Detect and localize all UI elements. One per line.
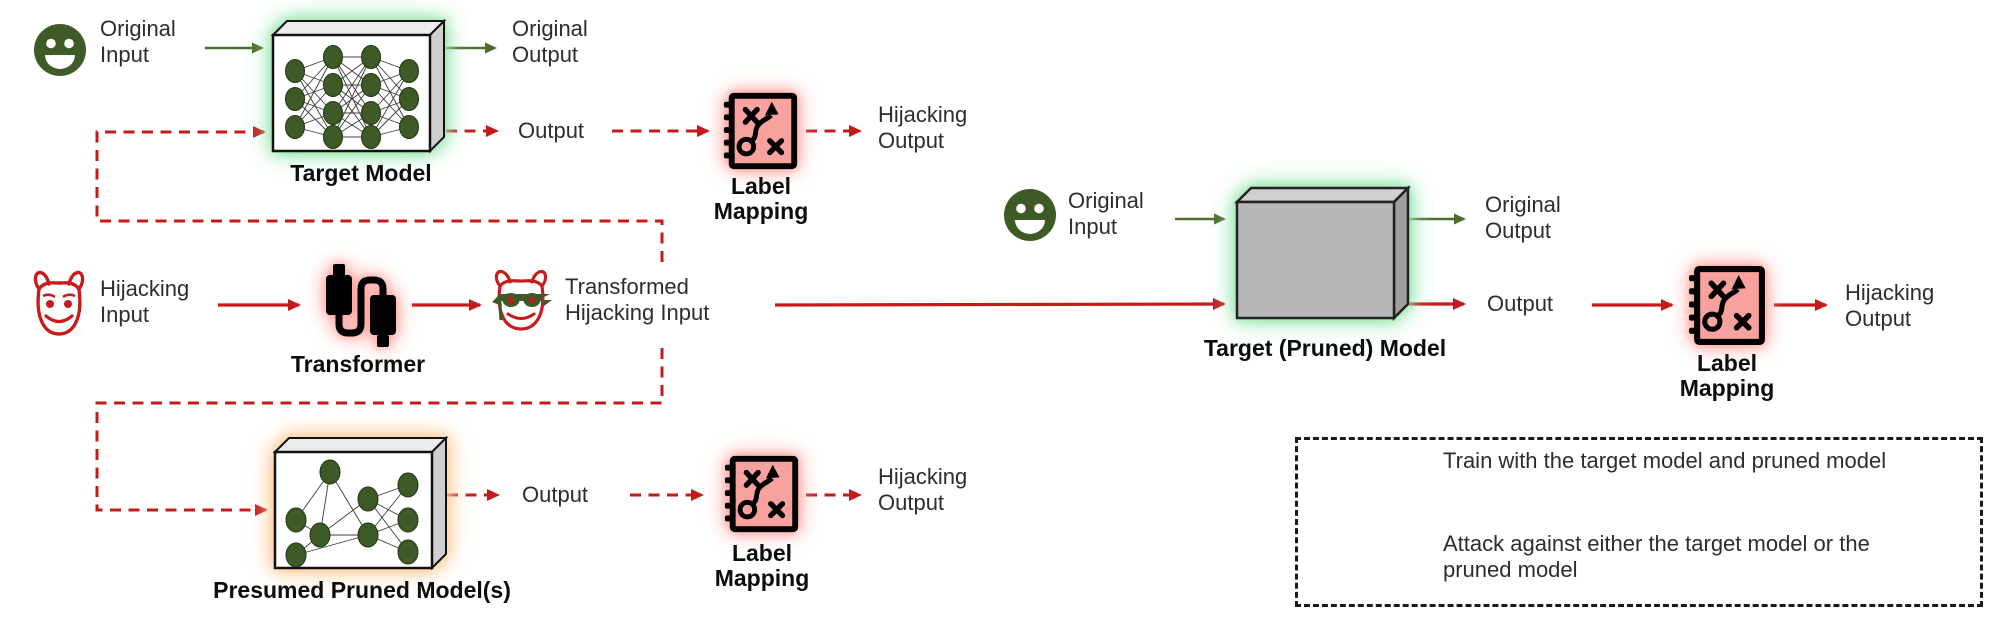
transformer-label: Transformer <box>290 351 426 377</box>
label-mapping-label-right: Label Mapping <box>1679 350 1775 402</box>
smiley-icon <box>34 24 86 76</box>
label-mapping-icon-right <box>1689 266 1765 345</box>
target-model-network <box>285 45 419 149</box>
label-mapping-label-top: Label Mapping <box>713 173 809 225</box>
original-input-label-top: Original Input <box>100 16 176 67</box>
label-mapping-icon-bottom <box>724 455 799 533</box>
presumed-pruned-model-box <box>272 435 449 571</box>
legend-box <box>1295 437 1983 607</box>
legend-dashed-label: Train with the target model and pruned m… <box>1443 448 1887 473</box>
pruned-model-network <box>285 459 419 568</box>
legend-solid-label: Attack against either the target model o… <box>1443 531 1870 582</box>
output-label-bottom: Output <box>522 482 589 507</box>
label-mapping-label-bottom: Label Mapping <box>714 540 810 592</box>
target-model-box <box>270 18 447 154</box>
original-output-label-top: Original Output <box>512 16 588 67</box>
devil-icon <box>33 270 85 336</box>
presumed-pruned-model-label: Presumed Pruned Model(s) <box>213 577 511 603</box>
arrow-transformed-to-pruned-target <box>774 298 1226 311</box>
transformer-cable-icon <box>326 264 396 347</box>
hijacking-input-label: Hijacking Input <box>100 276 190 327</box>
label-mapping-icon-top <box>723 92 798 170</box>
output-label-right: Output <box>1487 291 1554 316</box>
output-label-top: Output <box>518 118 585 143</box>
masked-devil-icon <box>492 269 552 331</box>
target-model-label: Target Model <box>290 160 432 186</box>
hijacking-output-label-bottom: Hijacking Output <box>878 464 968 515</box>
transformed-hijacking-input-label: Transformed Hijacking Input <box>565 274 710 325</box>
original-input-label-right: Original Input <box>1068 188 1144 239</box>
smiley-icon-right <box>1004 189 1056 241</box>
target-pruned-model-label: Target (Pruned) Model <box>1203 335 1447 361</box>
hijacking-output-label-right: Hijacking Output <box>1845 280 1935 331</box>
target-pruned-model-box <box>1233 184 1412 322</box>
original-output-label-right: Original Output <box>1485 192 1561 243</box>
hijacking-output-label-top: Hijacking Output <box>878 102 968 153</box>
